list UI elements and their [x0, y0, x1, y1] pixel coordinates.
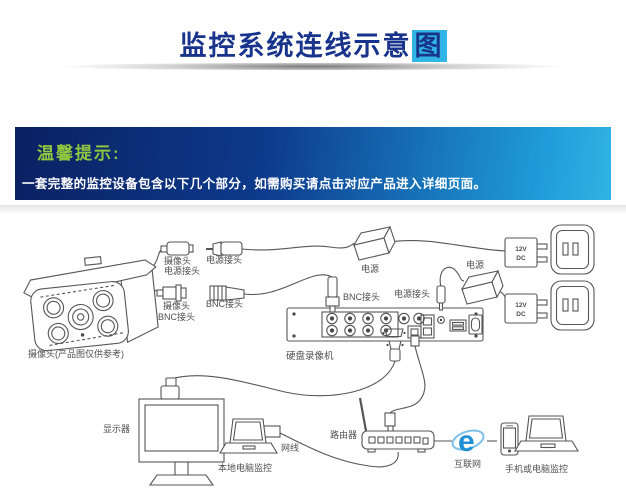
dvr-bnc-label: BNC接头 [343, 291, 380, 302]
dvr-bnc-block [321, 311, 399, 338]
camera[interactable] [21, 251, 163, 353]
connection-diagram: e 摄像头(产品图仅供参考) 摄像头 电源接头 电源接头 摄像头 BNC接头 B… [21, 224, 595, 486]
camera-ir-led [51, 326, 66, 341]
power-supply-1[interactable] [352, 225, 396, 261]
remote-pc[interactable] [514, 415, 579, 452]
bnc-cable-to-dvr [243, 274, 333, 296]
lan-cable-dvr-to-router [389, 345, 426, 414]
page-title-highlight: 图 [411, 30, 447, 62]
monitor-label: 显示器 [103, 424, 130, 434]
power-plug-label: 电源接头 [206, 254, 242, 265]
internet-label: 互联网 [454, 459, 481, 469]
local-pc-label: 本地电脑监控 [218, 462, 272, 473]
camera-label: 摄像头(产品图仅供参考) [28, 348, 124, 359]
camera-lens [67, 303, 94, 331]
camera-bnc-connector [156, 284, 187, 302]
adapter-1-line-2: DC [516, 255, 526, 262]
page-title: 监控系统连线示意图 [0, 24, 626, 63]
camera-bnc-connector-label-1: 摄像头 [163, 300, 190, 311]
monitor[interactable] [138, 377, 225, 486]
dvr-power-label: 电源接头 [394, 288, 430, 299]
power-supply-1-label: 电源 [361, 263, 379, 274]
adapter-2-line-2: DC [516, 311, 526, 318]
bnc-plug-into-dvr [325, 276, 340, 313]
remote-pc-label: 手机或电脑监控 [505, 463, 568, 474]
lan-plug-into-router [384, 412, 396, 427]
router-label: 路由器 [330, 429, 357, 440]
lan-cable-label: 网线 [281, 442, 299, 453]
camera-bnc-connector-label-2: BNC接头 [158, 311, 195, 322]
dc-adapter-1 [504, 237, 548, 268]
camera-power-connector-label-1: 摄像头 [164, 255, 191, 266]
internet-icon: e [451, 425, 485, 458]
title-shadow-divider [58, 63, 566, 70]
lan-plug-in-dvr [410, 335, 420, 347]
camera-front [30, 281, 129, 352]
phone[interactable] [500, 422, 519, 456]
adapter-1-line-1: 12V [515, 246, 527, 253]
dvr-power-cable-to-psu2 [439, 266, 465, 288]
wall-outlet-2 [550, 280, 595, 331]
camera-ir-led [96, 293, 111, 308]
router-antenna [358, 397, 368, 432]
vga-cable [170, 360, 396, 397]
power-plug-into-dvr [436, 285, 446, 311]
page-title-text: 监控系统连线示意 [179, 31, 412, 61]
wall-outlet-1 [550, 224, 595, 275]
dvr[interactable] [286, 307, 484, 347]
camera-ir-led [100, 319, 115, 334]
internet-e-glyph: e [458, 425, 475, 458]
bnc-plug-label: BNC接头 [206, 298, 243, 309]
dvr-usb-stack [420, 314, 435, 339]
camera-power-connector-label-2: 电源接头 [164, 265, 200, 276]
dvr-usb-wide [449, 319, 467, 332]
tip-banner: 温馨提示: 一套完整的监控设备包含以下几个部分，如需购买请点击对应产品进入详细页… [15, 127, 611, 200]
camera-power-connector [160, 241, 194, 256]
power-plug-connector [206, 241, 243, 257]
lan-cable-router-to-pc [279, 432, 399, 468]
dvr-label: 硬盘录像机 [286, 350, 334, 362]
psu1-to-adapter1-cable [388, 239, 508, 252]
local-pc[interactable] [219, 418, 278, 454]
power-supply-2[interactable] [460, 269, 504, 305]
dvr-dc-jack [437, 316, 445, 324]
cables [151, 239, 510, 468]
dc-adapter-2 [504, 293, 548, 324]
camera-mount [83, 256, 102, 266]
power-cable-to-psu1 [241, 242, 358, 251]
router[interactable] [358, 397, 435, 453]
monitor-vga-connector [165, 377, 177, 387]
adapter-2-line-1: 12V [515, 302, 527, 309]
bnc-plug-connector [209, 285, 245, 301]
banner-shadow [0, 205, 626, 214]
dvr-power-switch [468, 314, 483, 335]
dvr-vga-port [384, 328, 404, 338]
tip-body: 一套完整的监控设备包含以下几个部分，如需购买请点击对应产品进入详细页面。 [22, 177, 487, 191]
vga-plug [386, 340, 404, 362]
tip-heading: 温馨提示: [37, 144, 121, 163]
camera-ir-led [46, 300, 61, 315]
power-supply-2-label: 电源 [466, 259, 484, 270]
